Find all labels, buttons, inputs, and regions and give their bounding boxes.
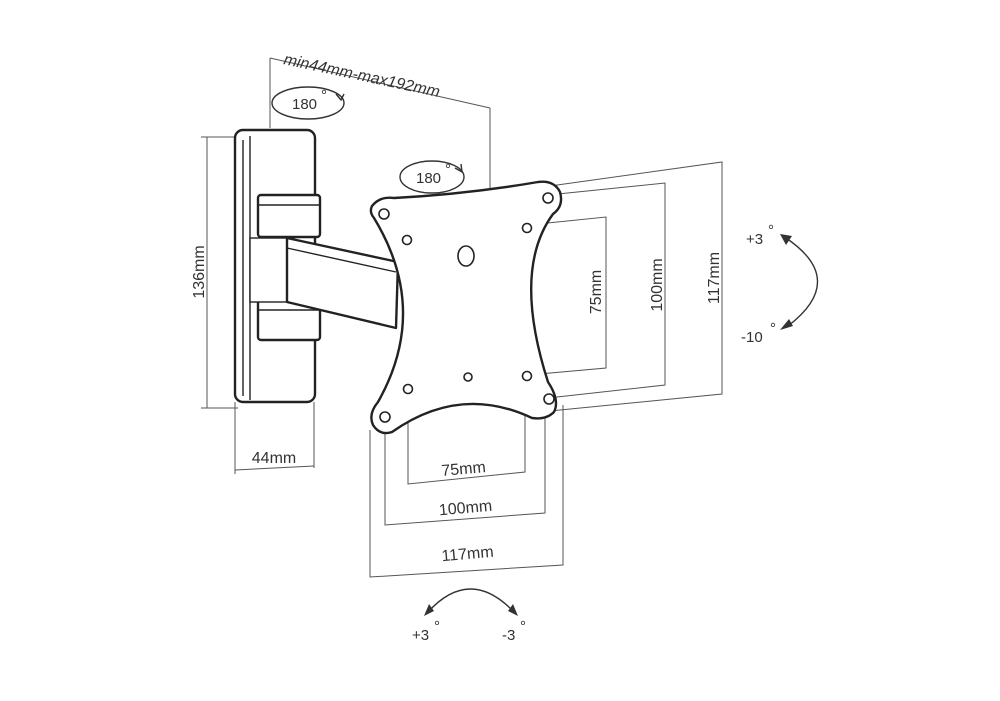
head-swivel-degree: ° [445, 161, 451, 178]
head-swivel-ellipse [399, 160, 465, 194]
vesa-horizontal-100-label: 100mm [438, 498, 493, 520]
tilt-down-label: -10 [741, 329, 763, 346]
tilt-down-degree: ° [770, 320, 776, 337]
arm-range-label: min44mm-max192mm [282, 51, 441, 101]
dimension-lines [201, 57, 723, 578]
vesa-vertical-75-label: 75mm [588, 270, 605, 314]
roll-left-degree: ° [434, 618, 440, 635]
plate-depth-label: 44mm [252, 450, 296, 467]
vesa-vertical-117-label: 117mm [706, 252, 723, 304]
wall-swivel-arrow-icon [335, 93, 345, 102]
tilt-up-degree: ° [768, 222, 774, 239]
vesa-vertical-100-label: 100mm [649, 258, 666, 311]
roll-left-label: +3 [412, 627, 429, 644]
swing-arm [285, 236, 400, 330]
roll-arc-icon [427, 588, 515, 613]
tilt-down-arrowhead-icon [780, 319, 793, 330]
wall-swivel-ellipse [271, 86, 345, 120]
vesa-plate [369, 180, 563, 435]
vesa-horizontal-75-label: 75mm [441, 459, 487, 480]
rotation-labels: 180 ° 180 ° +3 ° -10 ° +3 ° -3 ° [292, 87, 776, 644]
wall-swivel-degree: ° [321, 87, 327, 104]
head-swivel-arrow-icon [454, 163, 463, 174]
roll-right-label: -3 [502, 627, 515, 644]
tilt-up-label: +3 [746, 231, 763, 248]
roll-right-arrowhead-icon [508, 604, 518, 616]
roll-left-arrowhead-icon [424, 604, 434, 616]
plate-height-label: 136mm [191, 245, 208, 298]
head-swivel-label: 180 [416, 170, 441, 187]
tilt-up-arrowhead-icon [780, 234, 792, 245]
wall-swivel-label: 180 [292, 96, 317, 113]
rotation-arrows [271, 86, 819, 616]
vesa-horizontal-117-label: 117mm [441, 544, 494, 565]
tilt-arc-icon [785, 237, 819, 327]
roll-right-degree: ° [520, 618, 526, 635]
